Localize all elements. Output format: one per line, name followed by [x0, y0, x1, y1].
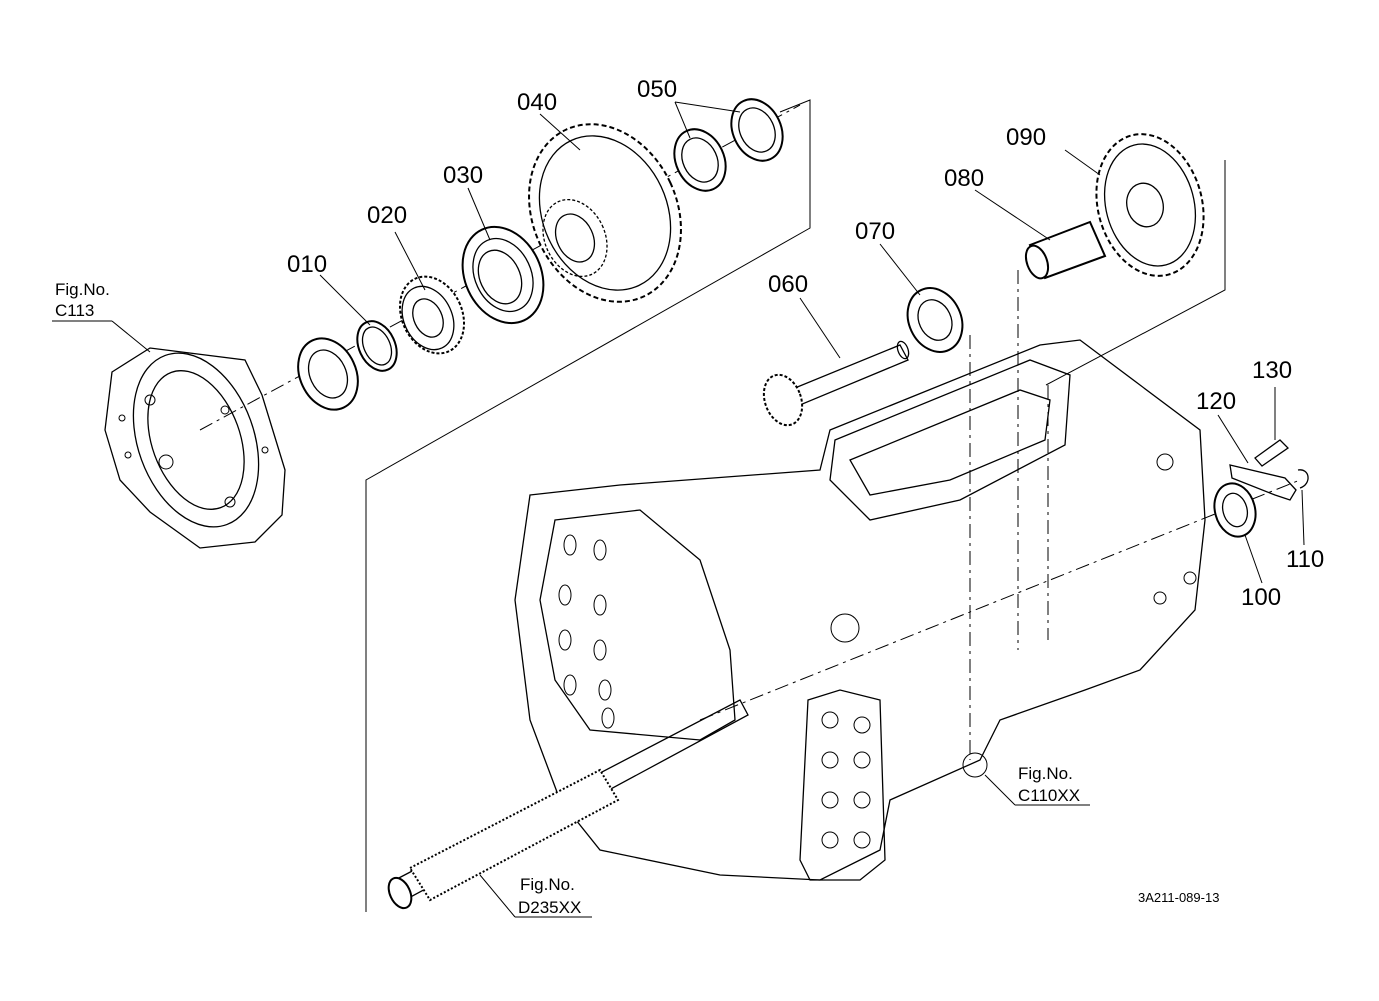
label-100: 100 [1241, 584, 1281, 611]
transmission-case [514, 339, 1206, 881]
label-080: 080 [944, 165, 984, 192]
fig-ref-c110xx-title: Fig.No. [1018, 764, 1073, 783]
fig-ref-d235xx-title: Fig.No. [520, 875, 575, 894]
part-120-plate[interactable] [1229, 464, 1297, 501]
label-070: 070 [855, 218, 895, 245]
part-090-gear[interactable] [1081, 122, 1219, 288]
part-060-pinion-shaft[interactable] [757, 340, 911, 431]
part-040-gear[interactable] [501, 99, 709, 327]
input-shaft [387, 699, 749, 910]
label-030: 030 [443, 162, 483, 189]
label-050: 050 [637, 76, 677, 103]
part-110-clip[interactable] [1297, 469, 1309, 489]
fig-ref-c113-code: C113 [55, 301, 94, 320]
part-050-needle-bearings[interactable] [665, 91, 793, 199]
label-020: 020 [367, 202, 407, 229]
group-frame-lines [365, 99, 1226, 912]
part-020-snap-ring[interactable] [350, 315, 405, 377]
label-060: 060 [768, 271, 808, 298]
part-030-bearing[interactable] [447, 214, 558, 337]
fig-ref-c110xx-code: C110XX [1018, 786, 1080, 805]
fig-ref-d235xx-code: D235XX [518, 898, 581, 917]
label-110: 110 [1286, 546, 1324, 573]
label-120: 120 [1196, 388, 1236, 415]
part-070-bearing[interactable] [897, 279, 972, 361]
part-130-bolt[interactable] [1254, 439, 1290, 467]
label-040: 040 [517, 89, 557, 116]
part-080-sleeve[interactable] [1022, 220, 1107, 281]
part-100-oil-seal[interactable] [1209, 479, 1262, 542]
part-010-bearing[interactable] [287, 329, 369, 420]
label-130: 130 [1252, 357, 1292, 384]
leader-lines [52, 101, 1305, 918]
flywheel-housing [104, 347, 286, 549]
document-id: 3A211-089-13 [1138, 890, 1219, 905]
label-090: 090 [1006, 124, 1046, 151]
small-gear[interactable] [388, 266, 476, 364]
label-010: 010 [287, 251, 327, 278]
fig-ref-c113-title: Fig.No. [55, 280, 110, 299]
